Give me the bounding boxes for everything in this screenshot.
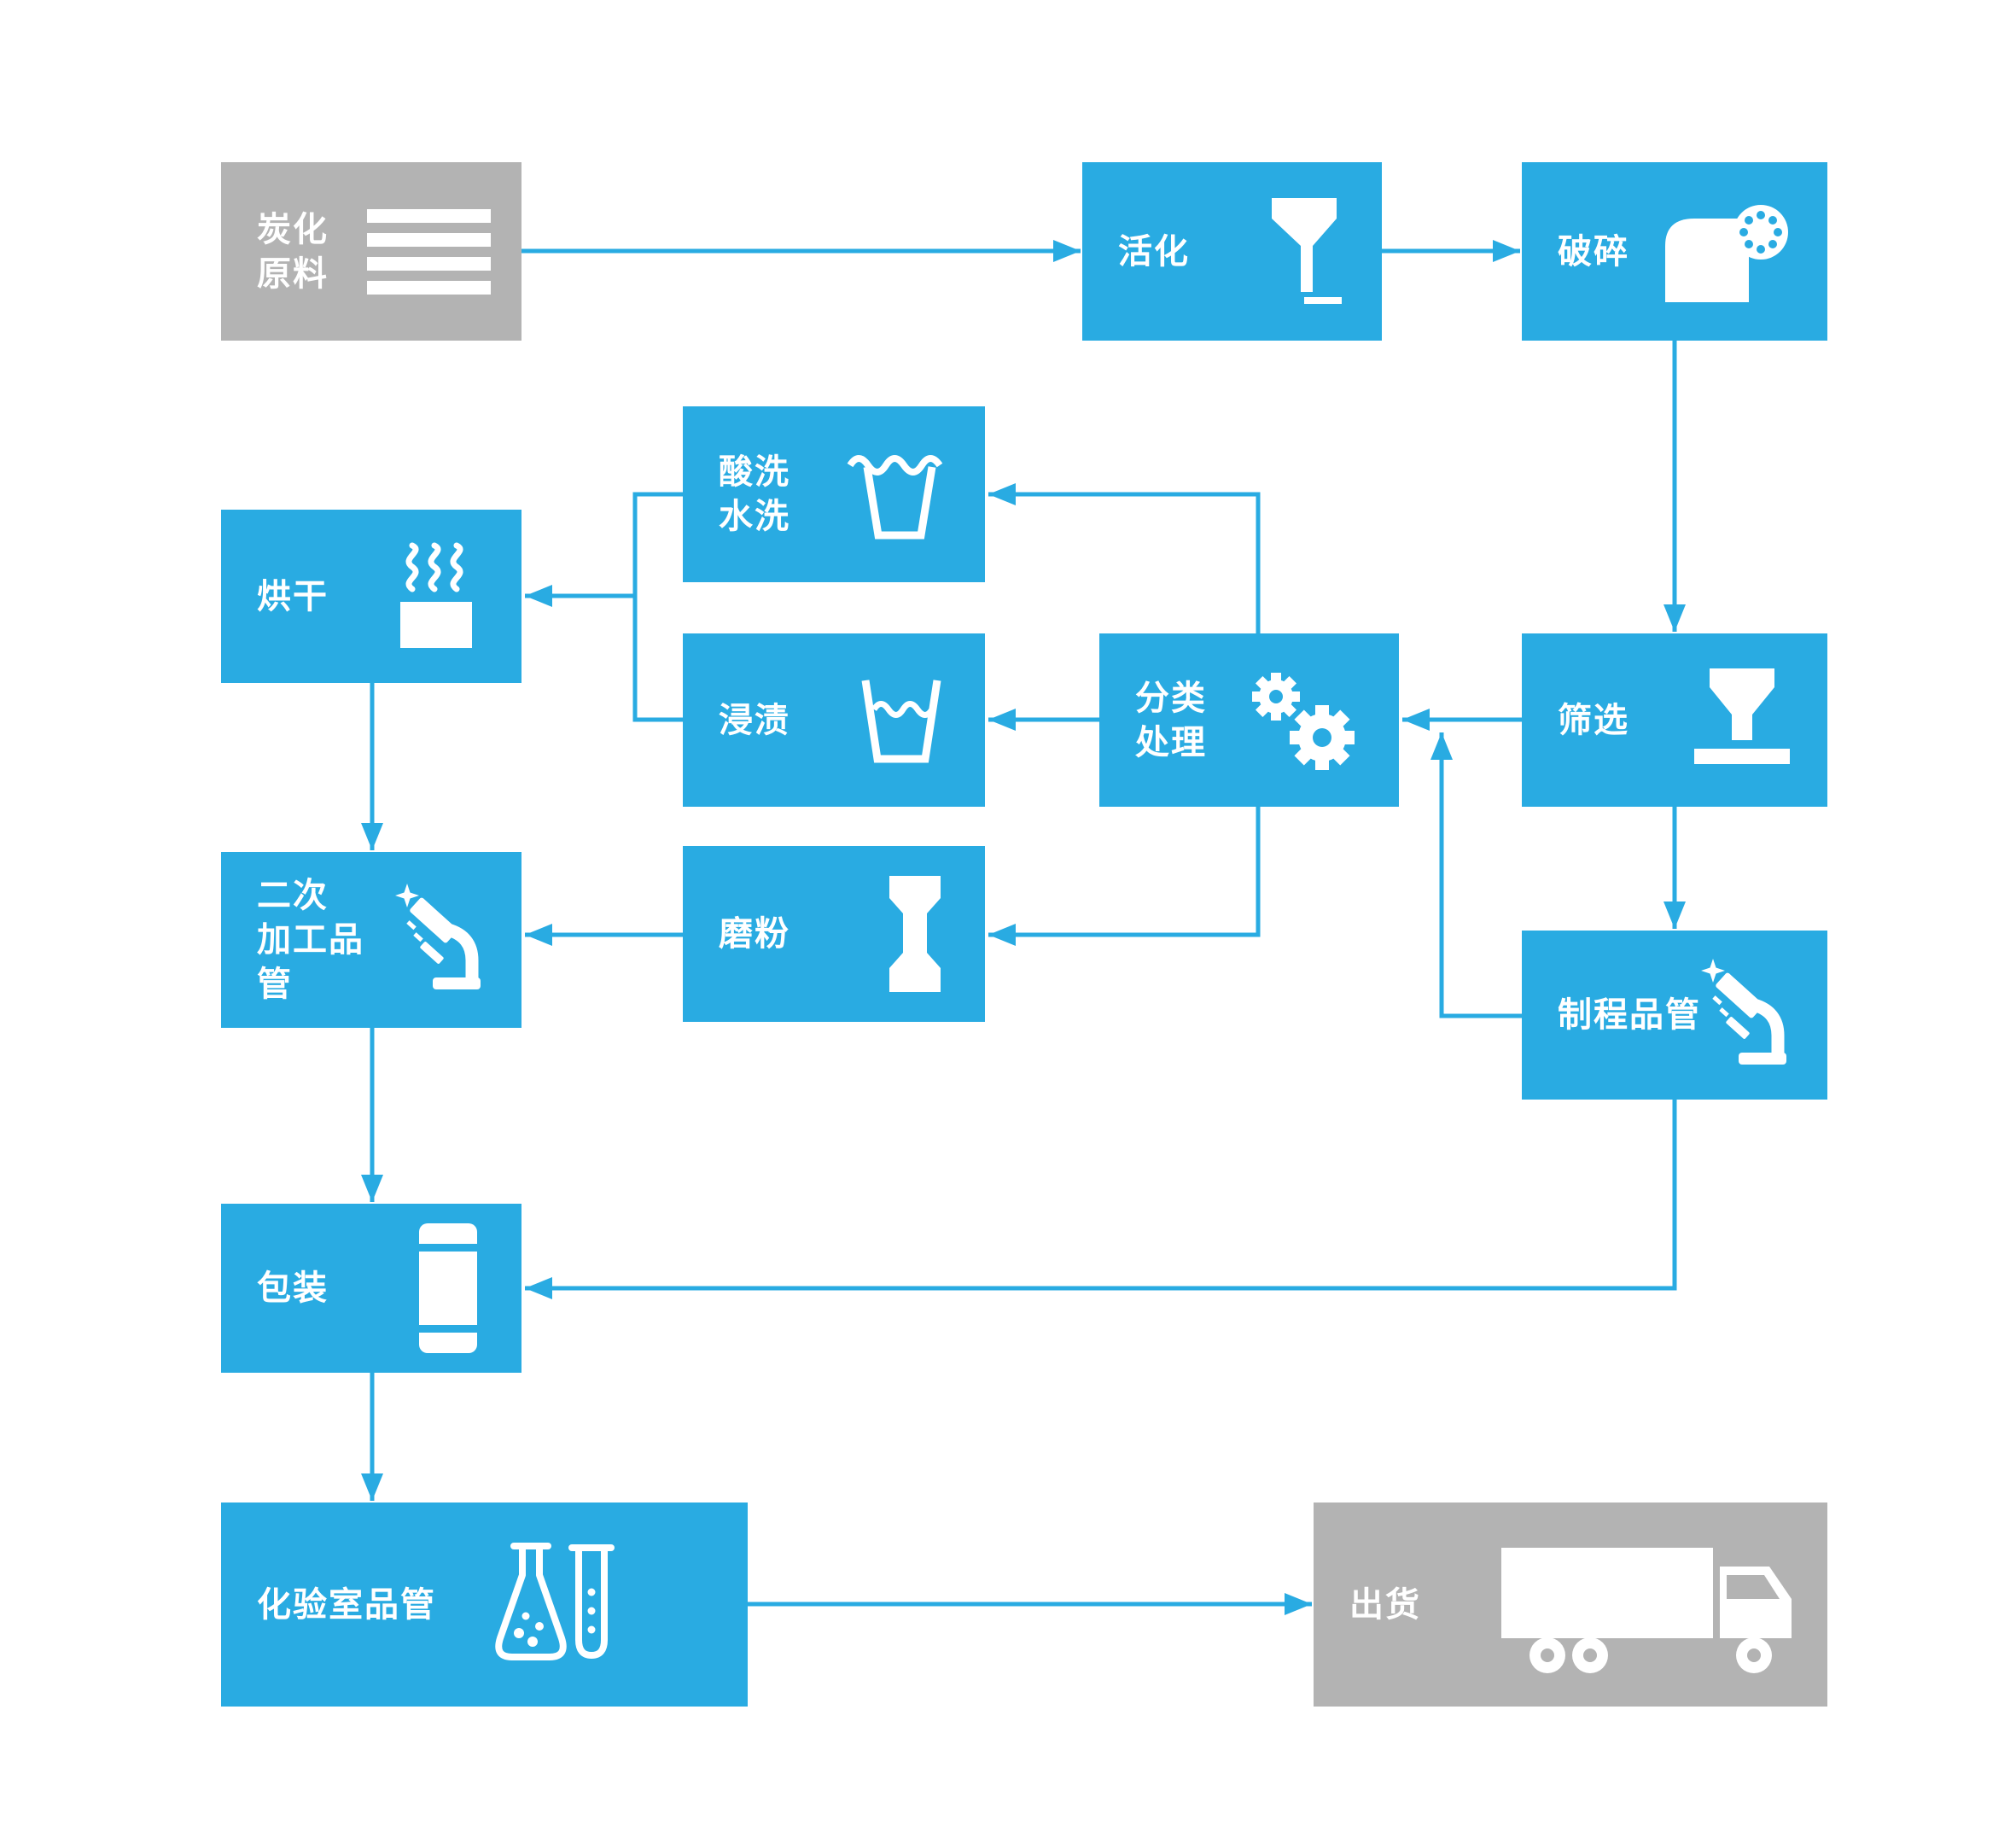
flow-node-process-qc: 制程品管: [1522, 931, 1827, 1100]
flow-node-shipment: 出货: [1314, 1502, 1827, 1707]
wash-cup-icon: [847, 455, 943, 540]
node-label: 活化: [1118, 232, 1190, 271]
sieve-icon: [1694, 668, 1790, 764]
node-label: 酸洗 水洗: [719, 453, 790, 535]
flow-node-laboratory-qc: 化验室品管: [221, 1502, 748, 1707]
microscope-icon: [1701, 959, 1786, 1065]
edge-process-qc-to-packaging: [525, 1100, 1677, 1299]
node-label: 出货: [1349, 1585, 1421, 1624]
lab-glassware-icon: [495, 1542, 615, 1660]
edge-classification-to-acid-wash: [988, 483, 1261, 633]
mill-icon: [889, 876, 941, 992]
funnel-icon: [1272, 197, 1342, 304]
soak-cup-icon: [861, 679, 941, 762]
flow-node-impregnation: 浸渍: [683, 633, 985, 807]
truck-icon: [1501, 1547, 1792, 1673]
flow-node-acid-water-wash: 酸洗 水洗: [683, 406, 985, 582]
microscope-icon: [395, 884, 481, 989]
node-label: 炭化 原料: [257, 210, 329, 293]
flow-node-drying: 烘干: [221, 510, 521, 683]
node-label: 烘干: [257, 577, 329, 616]
node-label: 化验室品管: [257, 1585, 436, 1624]
edge-classification-to-grinding: [988, 807, 1261, 946]
flow-node-carbonized-raw-material: 炭化 原料: [221, 162, 521, 341]
node-label: 筛选: [1558, 701, 1629, 739]
flow-node-classification: 分类 处理: [1099, 633, 1399, 807]
flow-node-grinding: 磨粉: [683, 846, 985, 1022]
steam-cup-icon: [400, 542, 472, 648]
flow-node-screening: 筛选: [1522, 633, 1827, 807]
node-label: 破碎: [1558, 232, 1629, 271]
layers-icon: [367, 208, 491, 295]
node-label: 浸渍: [719, 701, 790, 739]
flow-node-crushing: 破碎: [1522, 162, 1827, 341]
edge-process-qc-to-classification: [1430, 732, 1522, 1018]
package-icon: [416, 1223, 481, 1353]
node-label: 包装: [257, 1269, 329, 1307]
flow-node-secondary-processing-qc: 二次 加工品管: [221, 852, 521, 1028]
flow-node-activation: 活化: [1082, 162, 1382, 341]
connector-wash-soak-junction: [632, 492, 683, 722]
flow-node-packaging: 包装: [221, 1204, 521, 1373]
node-label: 二次 加工品管: [257, 877, 364, 1003]
node-label: 分类 处理: [1135, 679, 1207, 761]
crusher-icon: [1665, 204, 1788, 302]
node-label: 制程品管: [1558, 996, 1701, 1034]
node-label: 磨粉: [719, 915, 790, 953]
gears-icon: [1252, 672, 1355, 770]
